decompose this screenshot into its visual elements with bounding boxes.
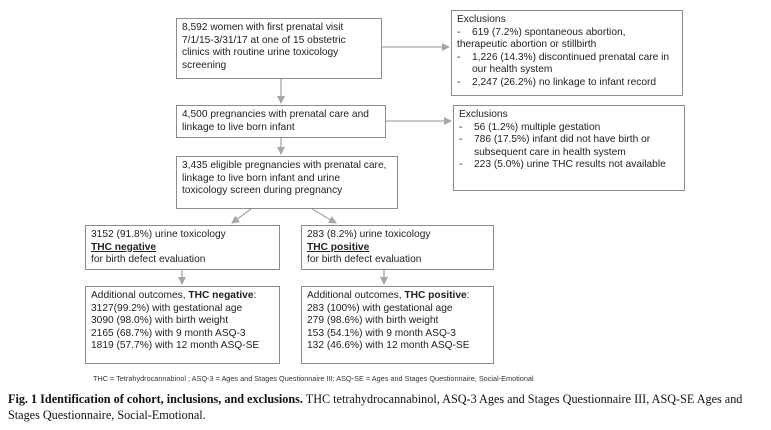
outcomes-prefix: Additional outcomes, — [91, 290, 189, 301]
figure-caption: Fig. 1 Identification of cohort, inclusi… — [8, 391, 768, 423]
exclusion-item-continuation: subsequent care in health system — [474, 146, 626, 158]
exclusion-item: -56 (1.2%) multiple gestation — [459, 122, 679, 135]
exclusion-text: 56 (1.2%) multiple gestation — [474, 121, 601, 133]
positive-count: 283 (8.2%) urine toxicology — [307, 229, 431, 240]
exclusion-text: 786 (17.5%) infant did not have birth or — [474, 134, 651, 146]
linked-line: linkage to live born infant — [182, 121, 295, 133]
linked-line: 4,500 pregnancies with prenatal care and — [182, 109, 369, 120]
outcomes-group-label: THC positive — [404, 290, 467, 301]
outcomes-suffix: : — [466, 290, 470, 301]
exclusion-text: 1,226 (14.3%) discontinued prenatal care… — [472, 51, 670, 63]
eligible-line: linkage to live born infant and urine — [182, 172, 341, 184]
outcome-item: 3127(99.2%) with gestational age — [91, 302, 243, 314]
outcomes-suffix: : — [253, 290, 257, 301]
figure-number: Fig. 1 — [8, 392, 38, 406]
outcome-item: 283 (100%) with gestational age — [307, 302, 453, 314]
exclusions-title: Exclusions — [459, 109, 508, 120]
outcomes-heading: Additional outcomes, THC positive: — [307, 290, 488, 303]
eligible-box: 3,435 eligible pregnancies with prenatal… — [176, 156, 398, 209]
outcomes-prefix: Additional outcomes, — [307, 290, 405, 301]
negative-status: THC negative — [91, 241, 157, 253]
arrow-eligible-to-negative — [231, 208, 252, 224]
cohort-line: screening — [182, 59, 227, 71]
outcome-item: 153 (54.1%) with 9 month ASQ-3 — [307, 327, 456, 339]
thc-positive-outcomes-box: Additional outcomes, THC positive: 283 (… — [301, 286, 494, 364]
list-dash: - — [457, 76, 461, 88]
negative-purpose: for birth defect evaluation — [91, 254, 206, 266]
outcomes-heading: Additional outcomes, THC negative: — [91, 290, 274, 303]
outcome-item: 3090 (98.0%) with birth weight — [91, 315, 229, 327]
cohort-box: 8,592 women with first prenatal visit 7/… — [176, 18, 382, 79]
exclusion-item: -223 (5.0%) urine THC results not availa… — [459, 159, 679, 172]
negative-count: 3152 (91.8%) urine toxicology — [91, 229, 226, 240]
abbreviation-footnote: THC = Tetrahydrocannabinol ; ASQ-3 = Age… — [93, 374, 534, 383]
exclusion-text: 619 (7.2%) spontaneous abortion, — [472, 26, 626, 38]
exclusion-text: 2,247 (26.2%) no linkage to infant recor… — [472, 76, 657, 88]
positive-purpose: for birth defect evaluation — [307, 254, 422, 266]
thc-negative-outcomes-box: Additional outcomes, THC negative: 3127(… — [85, 286, 280, 364]
exclusion-item: -2,247 (26.2%) no linkage to infant reco… — [457, 77, 677, 90]
exclusion-item-continuation: therapeutic abortion or stillbirth — [457, 39, 597, 51]
list-dash: - — [457, 51, 461, 63]
list-dash: - — [457, 26, 461, 38]
list-dash: - — [459, 159, 463, 171]
exclusions-title: Exclusions — [457, 14, 506, 25]
exclusion-item: -1,226 (14.3%) discontinued prenatal car… — [457, 52, 677, 65]
exclusion-item: -786 (17.5%) infant did not have birth o… — [459, 134, 679, 147]
figure-caption-text: THC tetrahydrocannabinol, ASQ-3 Ages and… — [8, 392, 743, 422]
thc-positive-box: 283 (8.2%) urine toxicology THC positive… — [301, 225, 494, 270]
eligible-line: 3,435 eligible pregnancies with prenatal… — [182, 160, 387, 171]
list-dash: - — [459, 121, 463, 133]
outcome-item: 132 (46.6%) with 12 month ASQ-SE — [307, 340, 470, 352]
eligible-line: toxicology screen during pregnancy — [182, 185, 343, 197]
outcomes-group-label: THC negative — [188, 290, 254, 301]
figure-title: Identification of cohort, inclusions, an… — [40, 392, 303, 406]
outcome-item: 279 (98.6%) with birth weight — [307, 315, 439, 327]
outcome-item: 1819 (57.7%) with 12 month ASQ-SE — [91, 340, 260, 352]
list-dash: - — [459, 134, 463, 146]
positive-status: THC positive — [307, 241, 370, 253]
outcome-item: 2165 (68.7%) with 9 month ASQ-3 — [91, 327, 246, 339]
exclusion-item: -619 (7.2%) spontaneous abortion, — [457, 27, 677, 40]
thc-negative-box: 3152 (91.8%) urine toxicology THC negati… — [85, 225, 280, 270]
exclusions-box-1: Exclusions -619 (7.2%) spontaneous abort… — [451, 10, 683, 96]
exclusion-item-continuation: our health system — [472, 64, 553, 76]
linked-box: 4,500 pregnancies with prenatal care and… — [176, 105, 386, 138]
arrow-eligible-to-positive — [311, 208, 337, 224]
cohort-line: clinics with routine urine toxicology — [182, 47, 339, 59]
exclusion-text: 223 (5.0%) urine THC results not availab… — [474, 159, 666, 171]
cohort-line: 7/1/15-3/31/17 at one of 15 obstetric — [182, 34, 346, 46]
cohort-line: 8,592 women with first prenatal visit — [182, 22, 344, 33]
exclusions-box-2: Exclusions -56 (1.2%) multiple gestation… — [453, 105, 685, 191]
